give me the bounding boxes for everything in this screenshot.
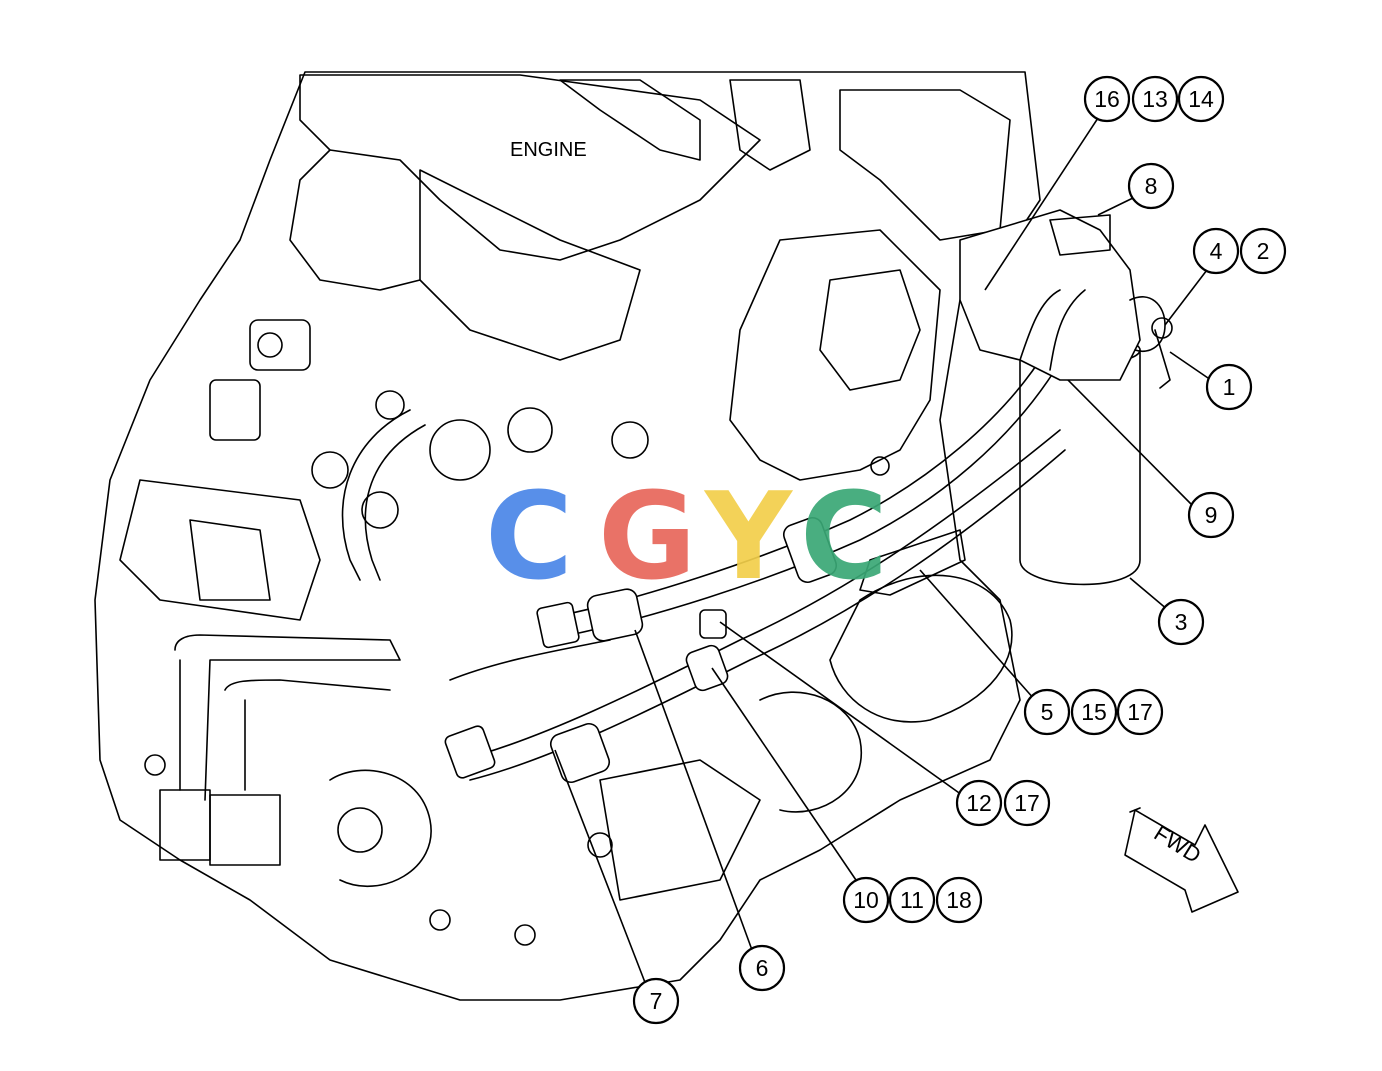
watermark-letter-c1: C [485, 468, 573, 607]
callout-16: 16 [1083, 75, 1131, 123]
svg-text:3: 3 [1175, 609, 1188, 635]
svg-text:5: 5 [1041, 699, 1054, 725]
callout-8: 8 [1127, 162, 1175, 210]
svg-text:14: 14 [1188, 86, 1214, 112]
svg-text:10: 10 [853, 887, 879, 913]
callout-6: 6 [738, 944, 786, 992]
callout-5: 5 [1023, 688, 1071, 736]
watermark-letter-c2: C [800, 468, 888, 607]
callout-9: 9 [1187, 491, 1235, 539]
callout-7: 7 [632, 977, 680, 1025]
svg-text:17: 17 [1014, 790, 1040, 816]
fwd-arrow: FWD [1124, 807, 1239, 913]
callout-14: 14 [1177, 75, 1225, 123]
callout-17-a: 17 [1116, 688, 1164, 736]
svg-text:11: 11 [900, 887, 924, 913]
callout-12: 12 [955, 779, 1003, 827]
watermark-letter-y: Y [703, 468, 794, 607]
svg-text:13: 13 [1142, 86, 1168, 112]
callout-4: 4 [1192, 227, 1240, 275]
callout-3: 3 [1157, 598, 1205, 646]
svg-text:17: 17 [1127, 699, 1153, 725]
callout-13: 13 [1131, 75, 1179, 123]
callout-17-b: 17 [1003, 779, 1051, 827]
svg-text:12: 12 [966, 790, 992, 816]
svg-text:2: 2 [1257, 238, 1270, 264]
watermark-letter-g: G [598, 468, 697, 607]
svg-text:18: 18 [946, 887, 972, 913]
svg-text:4: 4 [1210, 238, 1223, 264]
callout-1: 1 [1205, 363, 1253, 411]
callout-15: 15 [1070, 688, 1118, 736]
callout-11: 11 [888, 876, 936, 924]
engine-illustration [94, 71, 1173, 1001]
svg-text:7: 7 [650, 988, 663, 1014]
leader-lines [554, 114, 1211, 986]
svg-text:6: 6 [756, 955, 769, 981]
callout-18: 18 [935, 876, 983, 924]
svg-text:9: 9 [1205, 502, 1218, 528]
svg-text:8: 8 [1145, 173, 1158, 199]
engine-label: ENGINE [510, 139, 587, 161]
svg-text:15: 15 [1081, 699, 1107, 725]
watermark: C G Y C [485, 468, 888, 607]
svg-text:16: 16 [1094, 86, 1120, 112]
callout-2: 2 [1239, 227, 1287, 275]
svg-text:1: 1 [1223, 374, 1236, 400]
callout-10: 10 [842, 876, 890, 924]
